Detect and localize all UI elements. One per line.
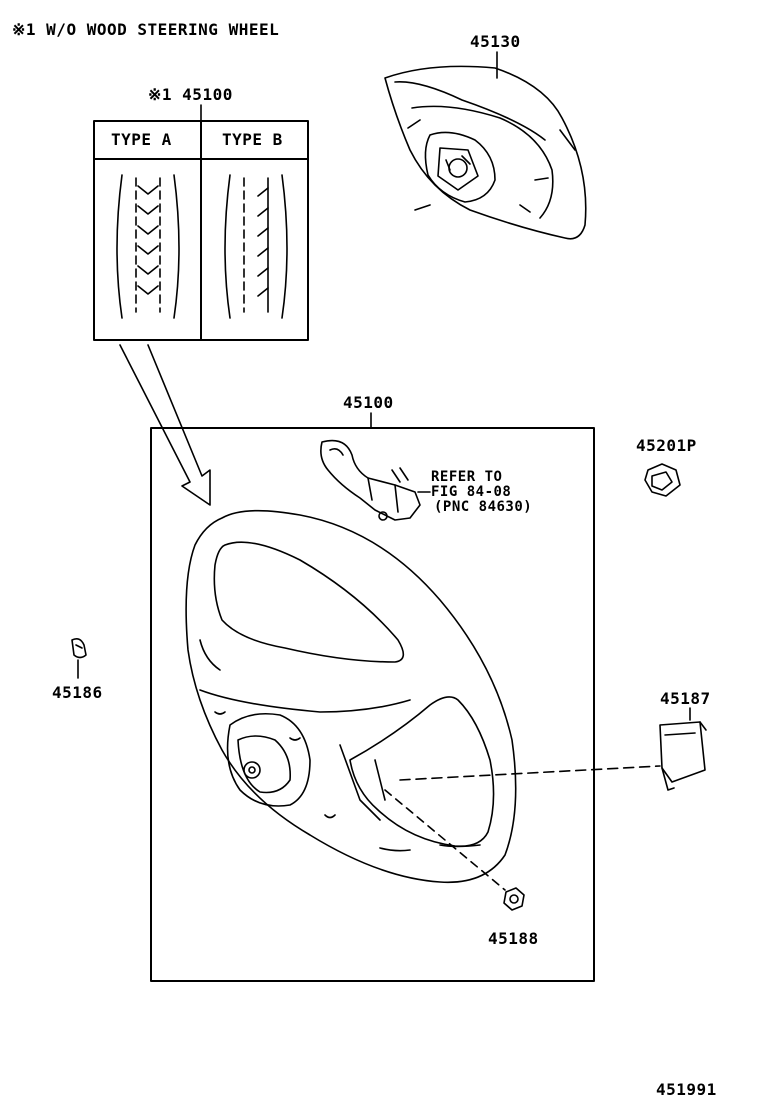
callout-arrow-icon bbox=[119, 344, 211, 506]
note-text: ※1 W/O WOOD STEERING WHEEL bbox=[12, 20, 280, 39]
type-a-stitch-icon bbox=[116, 174, 180, 319]
figure-id: 451991 bbox=[656, 1080, 717, 1099]
steering-wheel-frame bbox=[150, 427, 595, 982]
airbag-pad-icon bbox=[384, 51, 587, 240]
bolt-icon bbox=[644, 463, 681, 497]
part-label-45130: 45130 bbox=[470, 32, 521, 51]
type-table bbox=[93, 104, 309, 341]
part-label-45186: 45186 bbox=[52, 683, 103, 702]
type-b-stitch-icon bbox=[224, 174, 288, 319]
part-label-45100: 45100 bbox=[343, 393, 394, 412]
steering-wheel-icon bbox=[185, 509, 517, 884]
nut-icon bbox=[503, 887, 525, 911]
clip-icon bbox=[71, 638, 87, 679]
refer-line-2: FIG 84-08 bbox=[431, 484, 512, 500]
type-a-header: TYPE A bbox=[111, 130, 172, 149]
type-b-header: TYPE B bbox=[222, 130, 283, 149]
cover-icon bbox=[659, 707, 707, 791]
part-label-45187: 45187 bbox=[660, 689, 711, 708]
part-label-45188: 45188 bbox=[488, 929, 539, 948]
refer-line-3: (PNC 84630) bbox=[434, 499, 533, 515]
part-label-45100-typed: ※1 45100 bbox=[148, 85, 233, 104]
switch-assembly-icon bbox=[320, 439, 431, 521]
refer-line-1: REFER TO bbox=[431, 469, 503, 485]
part-label-45201P: 45201P bbox=[636, 436, 697, 455]
